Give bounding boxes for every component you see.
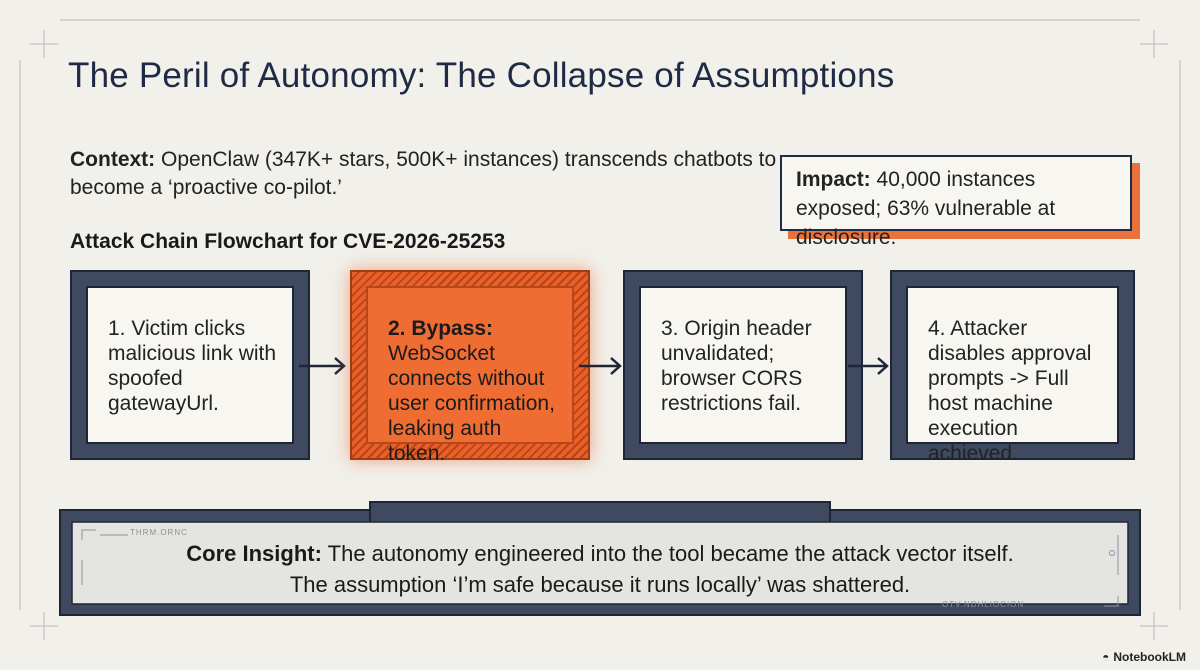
arrow-right-icon [848, 357, 889, 375]
context-label: Context: [70, 148, 156, 171]
step-3-text: 3. Origin header unvalidated; browser CO… [639, 286, 847, 444]
notebooklm-logo-icon: ◓ [1102, 650, 1110, 664]
impact-callout: Impact: 40,000 instances exposed; 63% vu… [780, 155, 1132, 249]
step-2-content: 2. Bypass: WebSocket connects without us… [366, 286, 574, 465]
arrow-right-icon [579, 357, 622, 375]
step-4-text: 4. Attacker disables approval prompts ->… [906, 286, 1119, 465]
insight-line-2: The assumption ‘I’m safe because it runs… [289, 572, 911, 597]
arrow-right-icon [299, 357, 346, 375]
insight-label: Core Insight: [186, 541, 322, 566]
impact-label: Impact: [796, 168, 871, 191]
step-1-text: 1. Victim clicks malicious link with spo… [86, 286, 294, 444]
step-1-box: 1. Victim clicks malicious link with spo… [70, 270, 310, 460]
step-2-label: 2. Bypass: [388, 317, 494, 340]
step-2-text: WebSocket connects without user confirma… [388, 342, 555, 465]
attack-chain-title: Attack Chain Flowchart for CVE-2026-2525… [70, 230, 506, 253]
insight-line-1: The autonomy engineered into the tool be… [321, 541, 1014, 566]
core-insight-text: Core Insight: The autonomy engineered in… [80, 538, 1120, 600]
context-body: OpenClaw (347K+ stars, 500K+ instances) … [70, 148, 777, 199]
page-title: The Peril of Autonomy: The Collapse of A… [68, 56, 895, 95]
context-text: Context: OpenClaw (347K+ stars, 500K+ in… [70, 146, 790, 202]
impact-body: 40,000 instances exposed; 63% vulnerable… [796, 168, 1056, 249]
brand-watermark: ◓NotebookLM [1102, 650, 1186, 664]
step-4-box: 4. Attacker disables approval prompts ->… [890, 270, 1135, 465]
step-3-box: 3. Origin header unvalidated; browser CO… [623, 270, 863, 460]
brand-name: NotebookLM [1113, 650, 1186, 664]
step-2-box: 2. Bypass: WebSocket connects without us… [350, 270, 590, 465]
insight-tag-left: THRM.ORNC [130, 528, 188, 537]
insight-tag-right: OTV.NDHLIOCION [942, 600, 1025, 609]
